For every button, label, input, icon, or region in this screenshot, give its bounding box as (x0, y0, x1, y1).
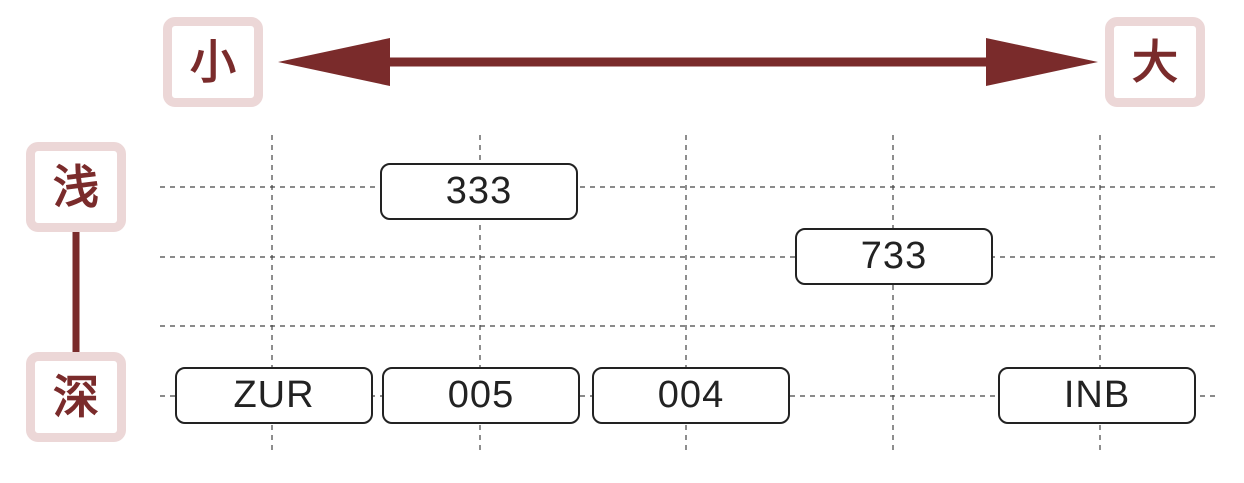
item-inb: INB (998, 367, 1196, 424)
item-005: 005 (382, 367, 580, 424)
item-zur: ZUR (175, 367, 373, 424)
deep-label: 深 (26, 352, 126, 442)
small-label: 小 (163, 17, 263, 107)
shallow-label: 浅 (26, 142, 126, 232)
item-733: 733 (795, 228, 993, 285)
arrowhead-right-icon (986, 38, 1098, 86)
arrowhead-left-icon (278, 38, 390, 86)
large-label: 大 (1105, 17, 1205, 107)
item-004: 004 (592, 367, 790, 424)
item-333: 333 (380, 163, 578, 220)
